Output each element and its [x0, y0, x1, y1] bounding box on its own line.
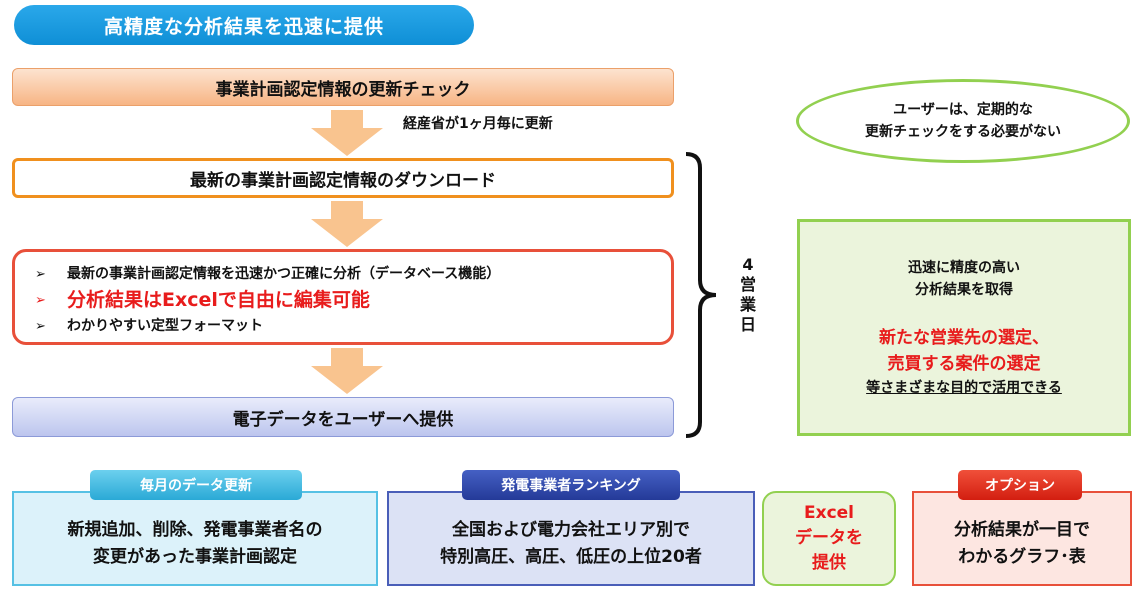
tag-monthly-update: 毎月のデータ更新: [90, 470, 302, 500]
down-arrow-icon: [311, 348, 383, 394]
user-benefit-callout: ユーザーは、定期的な 更新チェックをする必要がない: [796, 79, 1130, 163]
card-ranking: 全国および電力会社エリア別で 特別高圧、高圧、低圧の上位20者: [387, 491, 755, 586]
down-arrow-icon: [311, 201, 383, 247]
down-arrow-icon: [311, 110, 383, 156]
duration-label: 4 営 業 日: [736, 255, 760, 335]
analysis-text: わかりやすい定型フォーマット: [67, 318, 263, 334]
step-analysis: ➢ 最新の事業計画認定情報を迅速かつ正確に分析（データベース機能） ➢ 分析結果…: [12, 249, 674, 345]
tag-option: オプション: [958, 470, 1082, 500]
card-line: 特別高圧、高圧、低圧の上位20者: [440, 546, 702, 567]
card-monthly-update: 新規追加、削除、発電事業者名の 変更があった事業計画認定: [12, 491, 378, 586]
step-update-check: 事業計画認定情報の更新チェック: [12, 68, 674, 106]
benefit-highlight: 新たな営業先の選定、: [879, 327, 1049, 348]
duration-char: 業: [739, 295, 756, 314]
card-excel: Excel データを 提供: [762, 491, 896, 586]
benefit-highlight: 売買する案件の選定: [887, 353, 1041, 374]
card-line: データを: [795, 528, 863, 548]
analysis-bullet: ➢ わかりやすい定型フォーマット: [35, 314, 671, 338]
page-title: 高精度な分析結果を迅速に提供: [14, 5, 474, 45]
brace-icon: [685, 152, 717, 438]
analysis-text: 最新の事業計画認定情報を迅速かつ正確に分析（データベース機能）: [67, 266, 501, 282]
benefit-footer: 等さまざまな目的で活用できる: [866, 379, 1062, 396]
update-note: 経産省が1ヶ月毎に更新: [403, 116, 553, 132]
benefit-line: 迅速に精度の高い: [908, 259, 1020, 276]
card-line: Excel: [803, 503, 854, 523]
duration-char: 4: [742, 255, 754, 274]
callout-line: 更新チェックをする必要がない: [865, 124, 1061, 140]
benefit-line: 分析結果を取得: [915, 281, 1013, 298]
card-line: 変更があった事業計画認定: [93, 546, 297, 567]
bullet-arrow-icon: ➢: [35, 266, 46, 282]
card-line: 全国および電力会社エリア別で: [452, 519, 690, 540]
benefit-box: 迅速に精度の高い 分析結果を取得 新たな営業先の選定、 売買する案件の選定 等さ…: [797, 219, 1131, 436]
analysis-bullet: ➢ 最新の事業計画認定情報を迅速かつ正確に分析（データベース機能）: [35, 262, 671, 286]
callout-line: ユーザーは、定期的な: [893, 102, 1033, 118]
step-download: 最新の事業計画認定情報のダウンロード: [12, 158, 674, 198]
card-line: わかるグラフ･表: [958, 546, 1086, 567]
duration-char: 営: [739, 275, 756, 294]
analysis-text-highlight: 分析結果はExcelで自由に編集可能: [67, 288, 370, 311]
duration-char: 日: [739, 315, 756, 334]
card-line: 新規追加、削除、発電事業者名の: [67, 519, 323, 540]
step-deliver: 電子データをユーザーへ提供: [12, 397, 674, 437]
card-option: 分析結果が一目で わかるグラフ･表: [912, 491, 1132, 586]
card-line: 提供: [812, 553, 846, 573]
tag-ranking: 発電事業者ランキング: [462, 470, 680, 500]
bullet-arrow-icon: ➢: [35, 318, 46, 334]
analysis-bullet: ➢ 分析結果はExcelで自由に編集可能: [35, 286, 671, 314]
bullet-arrow-icon: ➢: [35, 292, 46, 308]
card-line: 分析結果が一目で: [954, 519, 1090, 540]
